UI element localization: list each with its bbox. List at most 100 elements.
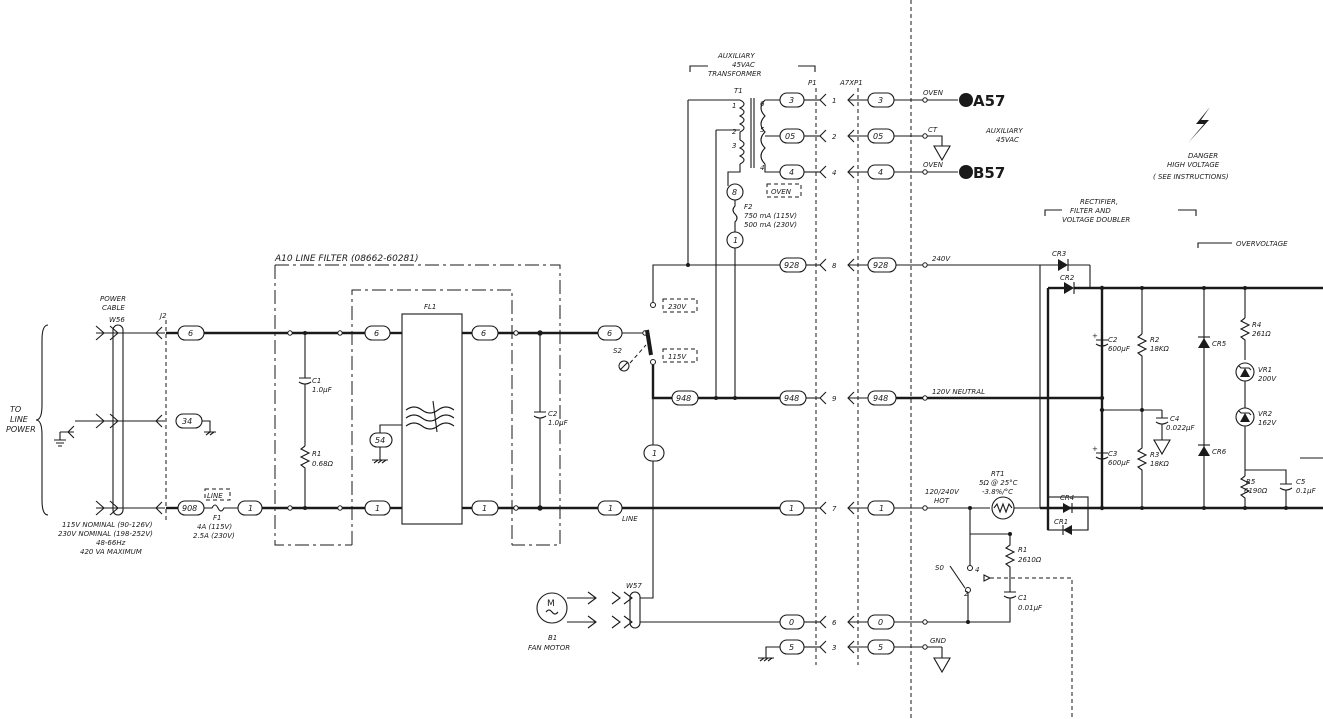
r2-rect-label: R2 18KΩ [1150, 336, 1169, 353]
svg-text:2.5A (230V): 2.5A (230V) [193, 532, 235, 540]
j2-pins [155, 326, 163, 515]
svg-text:R5: R5 [1246, 478, 1256, 486]
svg-text:C2: C2 [1108, 336, 1118, 344]
svg-text:1: 1 [652, 449, 657, 458]
cr6-label: CR6 [1212, 448, 1227, 456]
svg-text:4: 4 [760, 164, 764, 172]
svg-text:3: 3 [789, 96, 794, 105]
svg-text:948: 948 [873, 394, 888, 403]
switch-s2-lever[interactable] [645, 329, 653, 356]
svg-text:0.022μF: 0.022μF [1166, 424, 1195, 432]
diode-cr3 [1058, 259, 1068, 271]
svg-text:F1: F1 [213, 514, 221, 522]
svg-text:4: 4 [878, 168, 883, 177]
t1-label: T1 [734, 87, 743, 95]
gnd-label: GND [930, 637, 947, 645]
fan-motor-label: B1 FAN MOTOR [528, 634, 570, 652]
oven-label-b: OVEN [923, 161, 944, 169]
ct-ground-icon [932, 135, 951, 162]
hot-label: 120/240V HOT [925, 488, 960, 505]
a7xp1-label: A7XP1 [839, 79, 863, 87]
capacitor-c3-rect [1095, 452, 1109, 460]
svg-text:AUXILIARY: AUXILIARY [717, 52, 755, 60]
r3-rect-label: R3 18KΩ [1150, 451, 1169, 468]
capacitor-c2-rect [1095, 339, 1109, 347]
svg-text:948: 948 [676, 394, 691, 403]
cable-w57 [629, 591, 641, 629]
svg-text:6: 6 [374, 329, 379, 338]
svg-text:R1: R1 [312, 450, 321, 458]
svg-text:1: 1 [608, 504, 613, 513]
wire-code-4-a7: 4 [867, 164, 895, 180]
svg-text:POWER: POWER [6, 425, 36, 434]
wire-code-05-p1: 05 [779, 128, 805, 144]
svg-text:R4: R4 [1252, 321, 1261, 329]
svg-text:6190Ω: 6190Ω [1244, 487, 1268, 495]
w57-label: W57 [626, 582, 642, 590]
svg-text:948: 948 [784, 394, 799, 403]
label-120v-neutral: 120V NEUTRAL [932, 388, 985, 396]
svg-text:230V: 230V [668, 303, 687, 311]
r1-low-label: R1 2610Ω [1018, 546, 1042, 564]
ground-icon-34 [202, 420, 216, 436]
svg-text:3: 3 [832, 644, 836, 652]
diode-cr2 [1064, 282, 1074, 294]
overvoltage-label: OVERVOLTAGE [1197, 240, 1288, 248]
line-filter-outline [274, 264, 561, 546]
wire-code-5-gnd: 5 [779, 639, 805, 655]
svg-text:VOLTAGE DOUBLER: VOLTAGE DOUBLER [1062, 216, 1130, 224]
wire-code-1-fan: 1 [643, 444, 665, 462]
f1-label: F1 4A (115V) 2.5A (230V) [193, 514, 235, 540]
svg-text:8: 8 [832, 262, 837, 270]
f2-label: F2 750 mA (115V) 500 mA (230V) [744, 203, 797, 229]
svg-text:48-66Hz: 48-66Hz [96, 539, 126, 547]
rt1-label: RT1 5Ω @ 25°C -3.8%/°C [979, 470, 1018, 496]
line-label: LINE [622, 515, 638, 523]
line-fuse-box: LINE [204, 488, 231, 501]
svg-text:6: 6 [760, 100, 765, 108]
svg-text:LINE: LINE [10, 415, 29, 424]
svg-text:C1: C1 [1018, 594, 1027, 602]
svg-text:6: 6 [607, 329, 612, 338]
svg-text:2: 2 [732, 128, 737, 136]
svg-text:230V NOMINAL (198-252V): 230V NOMINAL (198-252V) [58, 530, 153, 538]
capacitor-c1-low [1003, 591, 1017, 599]
svg-text:5: 5 [789, 643, 794, 652]
svg-text:7: 7 [832, 505, 837, 513]
svg-text:115V NOMINAL (90-126V): 115V NOMINAL (90-126V) [62, 521, 153, 529]
svg-text:0.01μF: 0.01μF [1018, 604, 1043, 612]
svg-text:B1: B1 [548, 634, 557, 642]
svg-text:45VAC: 45VAC [996, 136, 1019, 144]
wire-code-0-fan: 0 [779, 614, 805, 630]
thermistor-rt1 [991, 496, 1015, 520]
c4-rect-label: C4 0.022μF [1166, 415, 1195, 432]
cr1-label: CR1 [1054, 518, 1068, 526]
svg-text:TRANSFORMER: TRANSFORMER [708, 70, 761, 78]
svg-text:18KΩ: 18KΩ [1150, 345, 1169, 353]
wire-code-1-filter-out: 1 [471, 500, 499, 516]
wire-code-948-p1: 948 [779, 390, 807, 406]
svg-text:C5: C5 [1296, 478, 1306, 486]
svg-text:1: 1 [789, 504, 794, 513]
c2-rect-label: C2 600μF [1108, 336, 1131, 353]
fuse-f2 [732, 200, 738, 232]
danger-label: DANGER HIGH VOLTAGE ( SEE INSTRUCTIONS) [1153, 152, 1229, 181]
svg-text:928: 928 [784, 261, 799, 270]
svg-text:C4: C4 [1170, 415, 1179, 423]
r1-filter-label: R1 0.68Ω [312, 450, 334, 468]
svg-text:115V: 115V [668, 353, 687, 361]
switch-s0[interactable] [949, 565, 966, 589]
chassis-ground-icon [54, 425, 75, 447]
to-line-power-label: TO LINE POWER [6, 405, 36, 434]
fuse-f1 [204, 504, 238, 512]
capacitor-c2 [533, 411, 547, 419]
a7xp1-pins [847, 93, 855, 654]
svg-text:1: 1 [832, 97, 836, 105]
svg-text:-3.8%/°C: -3.8%/°C [982, 488, 1013, 496]
svg-text:+: + [1092, 332, 1098, 340]
wire-code-8-t1: 8 [726, 183, 744, 201]
svg-text:M: M [547, 599, 555, 609]
capacitor-c1 [298, 377, 312, 385]
wire-code-6-j2: 6 [177, 325, 205, 341]
svg-text:4: 4 [789, 168, 794, 177]
